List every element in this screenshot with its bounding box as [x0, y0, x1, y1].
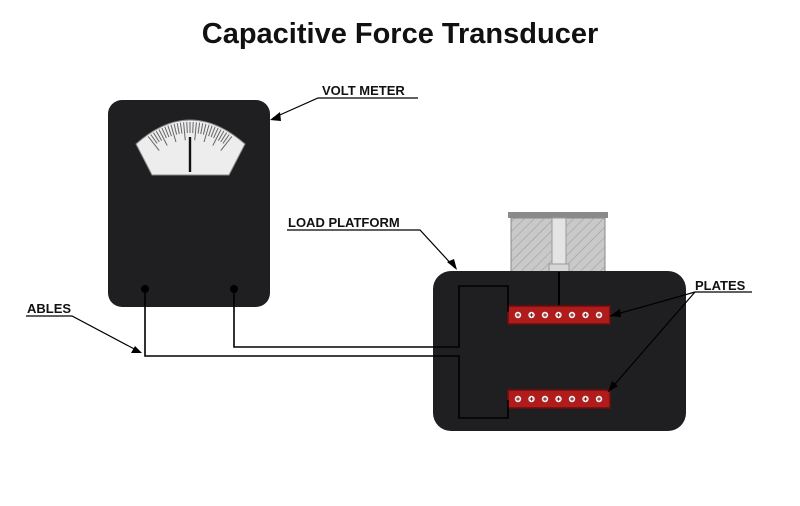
cables [144, 285, 509, 419]
plate-terminal-mark [583, 397, 588, 401]
plate-terminal-mark [516, 313, 520, 317]
cable-to-lower-plate [144, 289, 509, 419]
plates-label: PLATES [695, 278, 746, 293]
dial-tick [220, 132, 228, 143]
dial-tick [203, 124, 210, 143]
dial-tick [220, 136, 233, 151]
load-platform-body [433, 271, 686, 431]
dial-tick [176, 123, 180, 135]
plates-arrowhead-lower [608, 381, 618, 392]
plate-terminal-mark [597, 313, 601, 317]
dial-tick [183, 122, 186, 141]
load-block [508, 212, 608, 275]
dial-tick [208, 125, 213, 137]
plate-terminal-mark [597, 397, 601, 401]
cable-to-upper-plate [233, 285, 509, 348]
plates-arrowhead-upper [610, 309, 621, 317]
plate-terminal-mark [543, 397, 547, 401]
volt-meter-leader [272, 97, 418, 119]
load-platform-leader [287, 229, 456, 269]
volt-meter-arrowhead [270, 112, 281, 121]
volt-meter-label: VOLT METER [322, 83, 405, 98]
dial-tick [213, 127, 219, 139]
diagram-title: Capacitive Force Transducer [201, 18, 599, 50]
plate-terminal-mark [516, 397, 520, 401]
load-platform [433, 271, 686, 431]
plates-leader-lower [607, 291, 696, 393]
dial-tick [161, 127, 167, 139]
cables-label: ABLES [27, 301, 72, 316]
plate-terminal-mark [556, 397, 561, 401]
dial-tick [173, 123, 178, 135]
dial-tick [170, 124, 177, 143]
dial-tick [212, 129, 222, 146]
dial-tick [179, 122, 183, 134]
dial-tick [167, 125, 172, 137]
plate-terminal-mark [556, 313, 561, 317]
dial-tick [222, 134, 230, 144]
plate-terminal-mark [529, 397, 534, 401]
plate-terminal-mark [570, 397, 574, 401]
cables-leader [26, 315, 141, 353]
dial-tick [147, 136, 160, 151]
load-platform-arrowhead [447, 259, 457, 270]
load-platform-label: LOAD PLATFORM [288, 215, 400, 230]
load-stem [551, 217, 567, 267]
volt-meter [108, 100, 270, 307]
upper-plate-terminals [514, 311, 603, 319]
dial-tick [158, 129, 168, 146]
plate-terminal-mark [543, 313, 547, 317]
cables-arrowhead [131, 346, 142, 353]
plate-terminal-mark [529, 313, 534, 317]
dial-tick [202, 123, 207, 135]
dial-tick [152, 132, 160, 143]
lower-plate-terminals [514, 395, 603, 403]
dial-tick [210, 126, 216, 138]
dial-tick [192, 122, 194, 134]
lower-plate [507, 389, 611, 409]
dial-tick [164, 126, 170, 138]
plate-terminal-mark [583, 313, 588, 317]
dial-tick [200, 123, 204, 135]
dial-tick [217, 130, 225, 141]
dial-tick [186, 122, 188, 134]
plate-terminal-mark [570, 313, 574, 317]
dial-tick [155, 130, 163, 141]
dial-ticks [147, 122, 233, 151]
dial-tick [197, 122, 201, 134]
dial-tick [150, 134, 158, 144]
upper-plate [507, 305, 611, 325]
dial-tick [194, 122, 197, 141]
